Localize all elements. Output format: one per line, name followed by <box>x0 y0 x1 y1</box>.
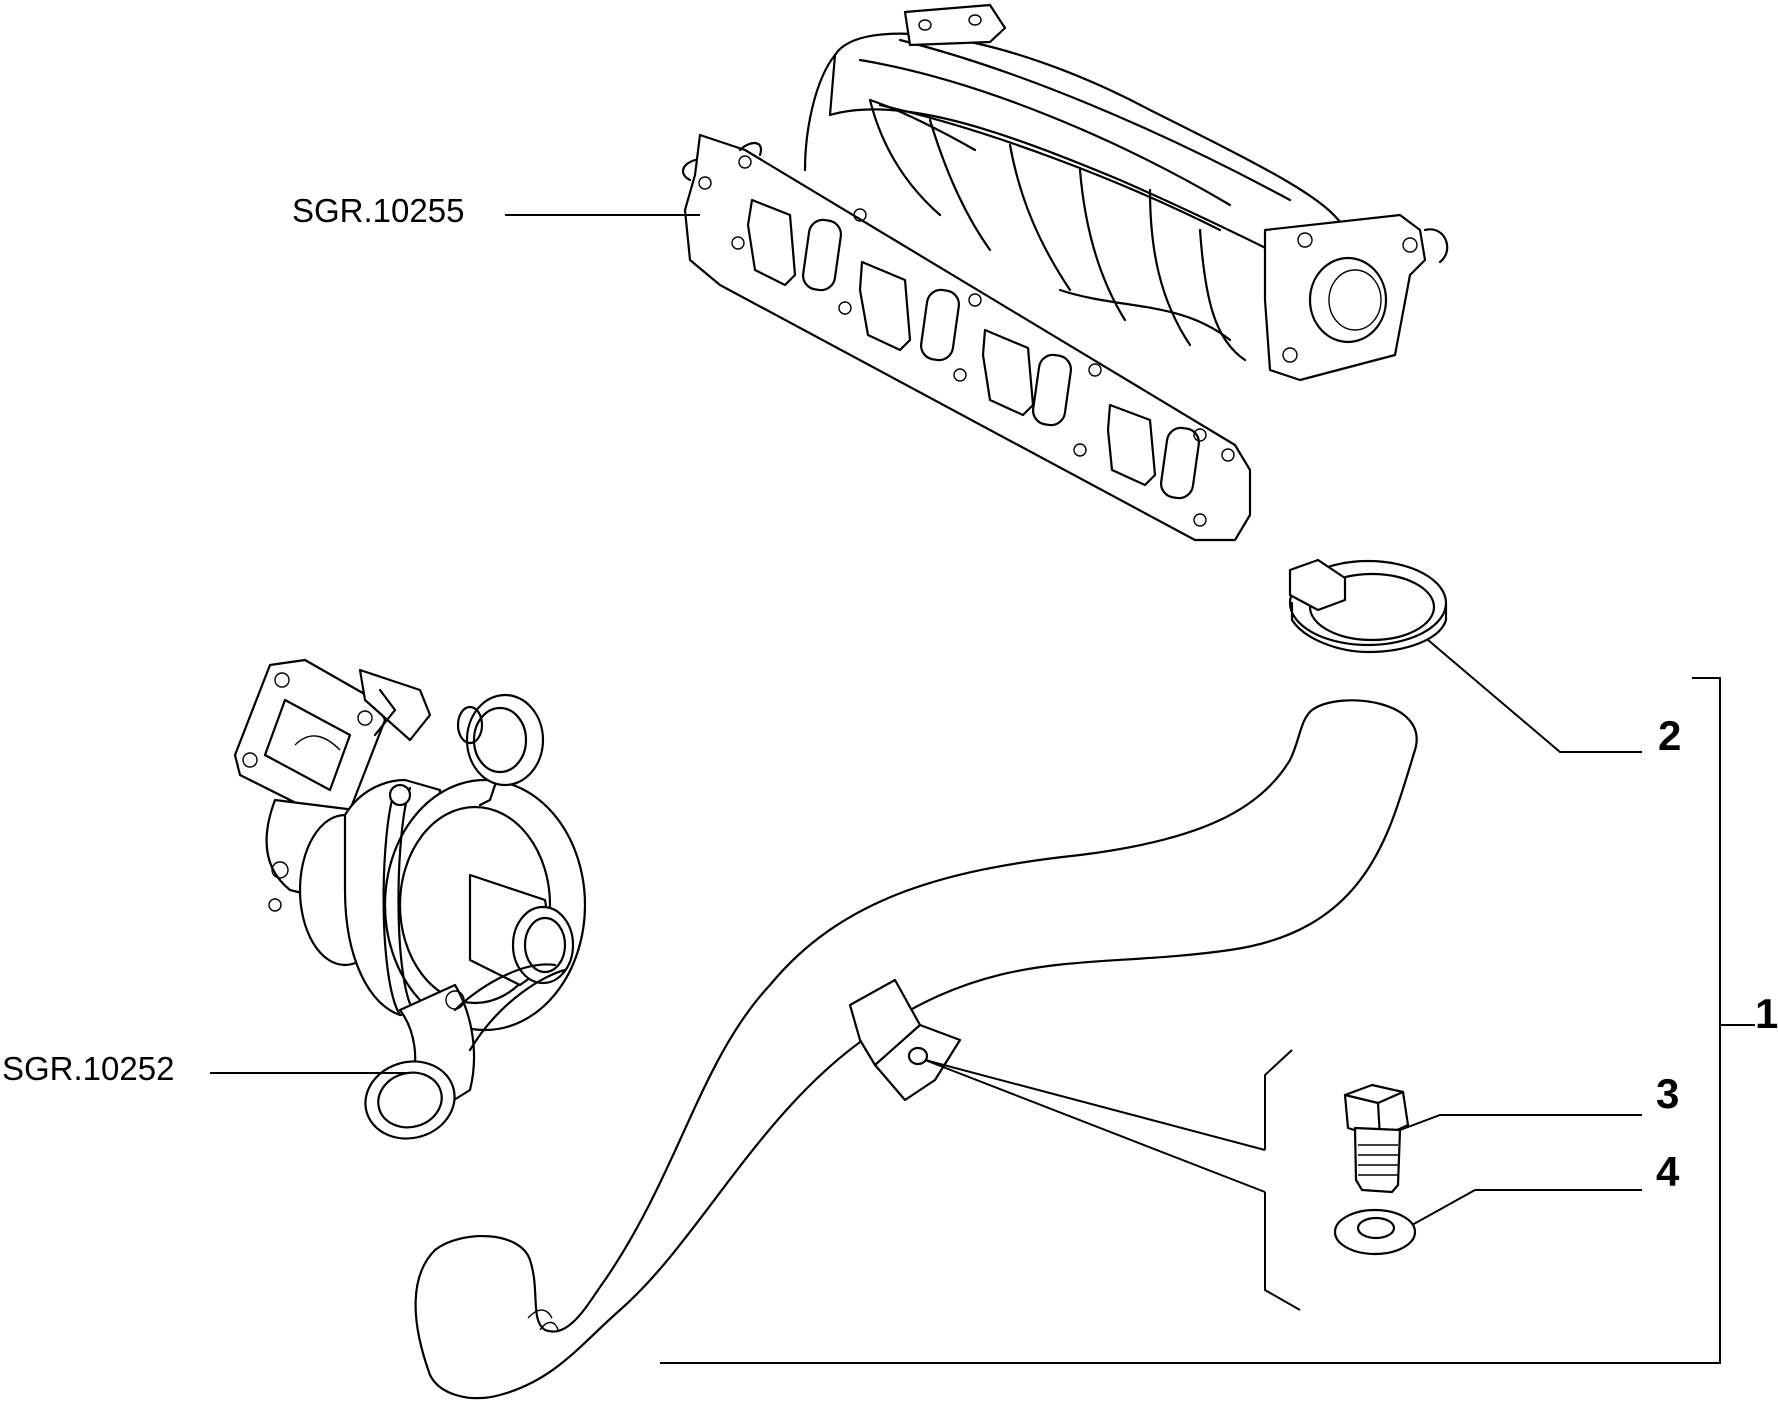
callout-2-hose-clamp: 2 <box>1658 712 1682 759</box>
turbocharger-drawing <box>233 658 587 1140</box>
callout-4-washer: 4 <box>1656 1148 1680 1195</box>
leader-lines <box>210 214 1755 1364</box>
callout-3-bolt: 3 <box>1656 1070 1680 1117</box>
hose-clamp-drawing <box>1288 558 1448 654</box>
bolt-drawing <box>1343 1083 1410 1194</box>
turbocharger-reference-label: SGR.10252 <box>2 1050 175 1087</box>
callout-1-hose-assembly: 1 <box>1755 990 1778 1037</box>
hose-drawing <box>414 699 1418 1400</box>
intake-manifold-reference-label: SGR.10255 <box>292 192 465 229</box>
intake-manifold-drawing <box>682 3 1449 542</box>
washer-drawing <box>1333 1208 1417 1256</box>
